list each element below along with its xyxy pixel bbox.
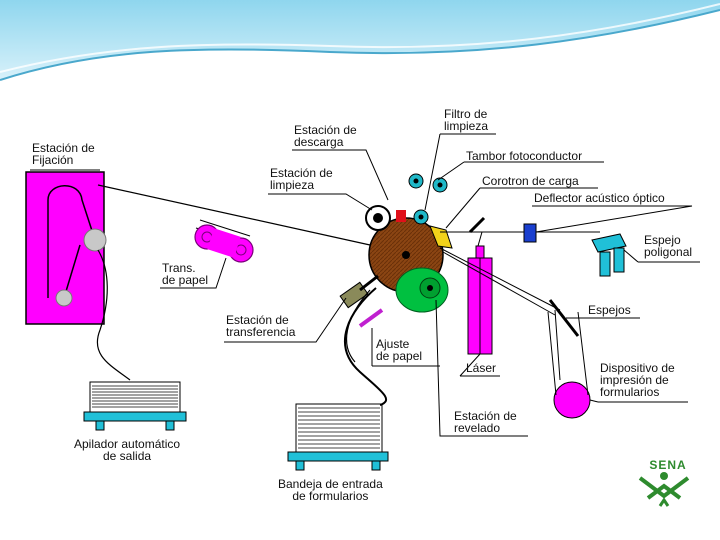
label-line: Estación de: [454, 409, 517, 423]
label-line: revelado: [454, 421, 501, 435]
input-tray: [287, 403, 389, 471]
label-line: Estación de: [270, 166, 333, 180]
label-line: descarga: [294, 135, 344, 149]
cleaning-station: [365, 205, 406, 231]
polygon-mirror: [591, 233, 627, 277]
label-line: Láser: [466, 361, 497, 375]
leader-lines: [30, 133, 700, 437]
laser-beams: [439, 231, 600, 381]
label-drum: Tambor fotoconductor: [466, 150, 582, 162]
label-line: Fijación: [32, 153, 74, 167]
label-line: Espejos: [588, 303, 631, 317]
label-line: Corotron de carga: [482, 174, 579, 188]
header-banner: [0, 0, 720, 81]
label-line: Estación de: [32, 141, 95, 155]
label-line: Bandeja de entrada: [278, 477, 383, 491]
label-mirrors: Espejos: [588, 304, 631, 316]
label-line: Espejo: [644, 233, 681, 247]
label-line: de papel: [376, 349, 423, 363]
label-developer-station: Estación de revelado: [454, 410, 517, 434]
sena-logo-icon: [630, 450, 696, 516]
form-printing-device: [553, 381, 591, 419]
output-stacker: [83, 381, 187, 431]
label-line: de formularios: [292, 489, 369, 503]
label-line: limpieza: [444, 119, 489, 133]
sena-logo-text: SENA: [649, 458, 687, 472]
exit-path: [96, 249, 131, 381]
label-line: poligonal: [644, 245, 693, 259]
paper-adjust-bar: [358, 308, 384, 328]
label-line: Deflector acústico óptico: [534, 191, 665, 205]
label-paper-transport: Trans. de papel: [162, 262, 208, 286]
label-line: Ajuste: [376, 337, 410, 351]
label-line: Estación de: [226, 313, 289, 327]
label-output-stacker: Apilador automático de salida: [74, 438, 180, 462]
cleaning-filter-rollers: [408, 173, 448, 225]
developer-station: [395, 267, 449, 313]
transfer-station: [339, 274, 379, 309]
label-cleaning-station: Estación de limpieza: [270, 167, 333, 191]
form-device-belt: [547, 311, 589, 396]
label-paper-adjust: Ajuste de papel: [376, 338, 422, 362]
laser-mirror: [468, 216, 486, 234]
label-line: formularios: [600, 385, 660, 399]
label-line: Filtro de: [444, 107, 488, 121]
label-form-device: Dispositivo de impresión de formularios: [600, 362, 675, 398]
feed-path: [343, 287, 388, 406]
label-line: Trans.: [162, 261, 196, 275]
label-line: transferencia: [226, 325, 296, 339]
label-line: Tambor fotoconductor: [466, 149, 583, 163]
label-line: impresión de: [600, 373, 669, 387]
label-discharge-station: Estación de descarga: [294, 124, 357, 148]
label-deflector: Deflector acústico óptico: [534, 192, 665, 204]
label-line: Dispositivo de: [600, 361, 675, 375]
label-transfer-station: Estación de transferencia: [226, 314, 295, 338]
label-line: Estación de: [294, 123, 357, 137]
fusing-station: [25, 171, 107, 325]
label-cleaning-filter: Filtro de limpieza: [444, 108, 488, 132]
label-line: limpieza: [270, 178, 315, 192]
label-line: Apilador automático: [74, 437, 181, 451]
label-corotron: Corotron de carga: [482, 175, 579, 187]
label-input-tray: Bandeja de entrada de formularios: [278, 478, 383, 502]
paper-path: [97, 184, 371, 246]
feed-path-inner: [346, 289, 371, 363]
label-fusing-station: Estación de Fijación: [32, 142, 95, 166]
deflection-mirror: [548, 299, 580, 337]
label-polygon-mirror: Espejo poligonal: [644, 234, 692, 258]
label-line: de salida: [103, 449, 152, 463]
label-laser: Láser: [466, 362, 496, 374]
label-line: de papel: [162, 273, 209, 287]
paper-transport-rollers: [194, 219, 254, 263]
acousto-optic-deflector: [523, 223, 537, 243]
